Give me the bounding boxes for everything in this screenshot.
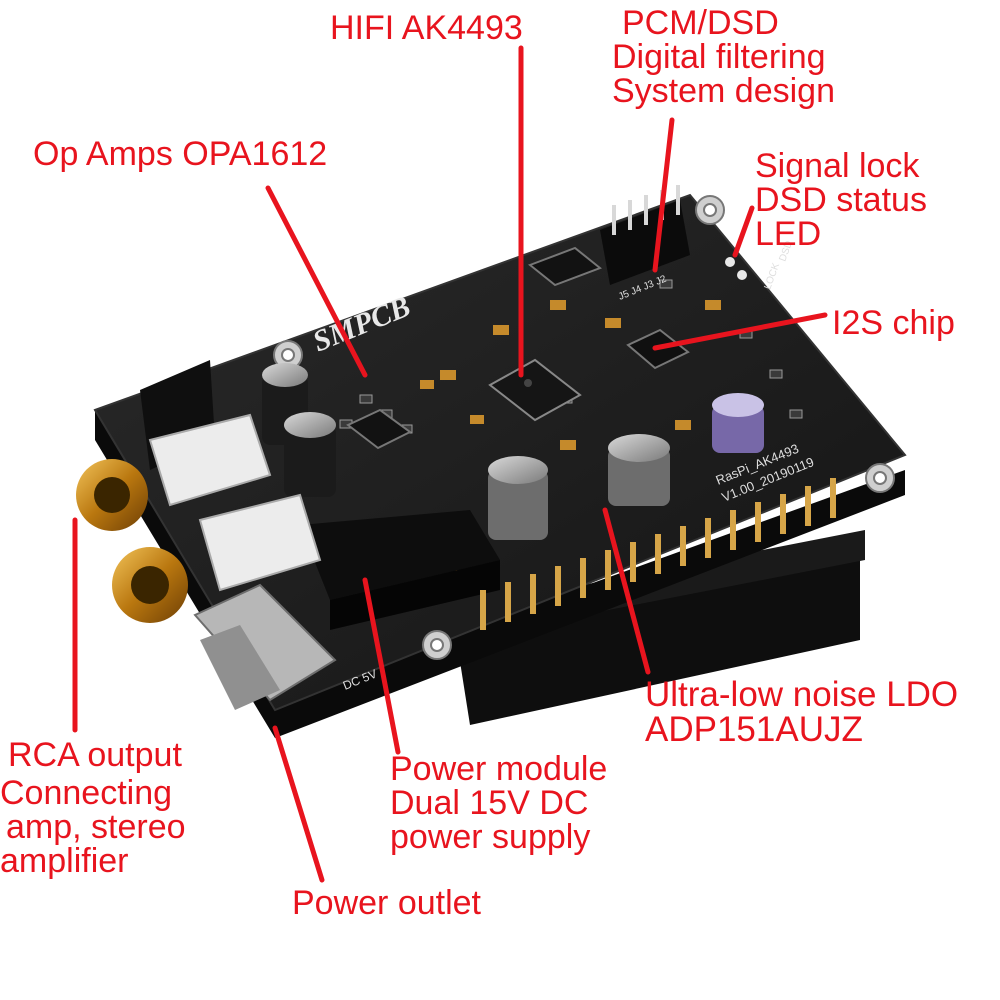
label-power-module-line-1: Power module [390,750,608,788]
label-rca-line-2: Connecting [0,774,173,812]
capacitor-right [712,393,764,453]
opamp-chip [346,408,412,450]
label-led: Signal lock DSD status LED [755,149,927,251]
label-opamp: Op Amps OPA1612 [33,135,328,173]
label-power-outlet: Power outlet [292,884,481,922]
status-leds [725,257,747,280]
label-led-line-2: DSD status [755,181,927,219]
rca-connector-lower [112,493,322,623]
label-pcm-line-2: Digital filtering [612,38,826,76]
label-power-module-line-3: power supply [390,818,591,856]
callout-ldo [602,507,651,675]
label-ldo-line-1: Ultra-low noise LDO [645,675,959,714]
label-power-module: Power module Dual 15V DC power supply [390,752,607,854]
regulator-chip [528,246,602,287]
label-rca-line-4: amplifier [0,842,129,880]
label-ldo-line-2: ADP151AUJZ [645,710,863,749]
label-led-line-3: LED [755,215,822,253]
callout-i2s [652,312,828,351]
label-power-module-line-2: Dual 15V DC [390,784,589,822]
label-i2s: I2S chip [832,304,955,342]
gpio-pins [480,478,836,630]
rca-connector-upper [76,413,272,531]
callout-power-module [362,577,401,755]
mounting-holes [273,195,895,660]
label-led-line-1: Signal lock [755,147,920,185]
label-pcm-dsd: PCM/DSD Digital filtering System design [612,6,835,108]
capacitor-mid-1 [488,456,548,540]
label-rca: RCA output Connecting amp, stereo amplif… [0,738,186,878]
callout-lines [72,45,828,883]
label-ldo: Ultra-low noise LDO ADP151AUJZ [645,677,958,747]
callout-led [732,205,755,258]
callout-opamp [265,185,368,378]
label-dac: HIFI AK4493 [330,9,523,47]
usb-power-connector [193,583,337,710]
callout-pcm [652,117,675,273]
callout-power-outlet [272,725,325,883]
label-pcm-line-3: System design [612,72,835,110]
capacitor-left-2 [284,412,336,497]
lock-silkscreen: LOCK [762,261,782,291]
capacitor-mid-2 [608,434,670,506]
label-rca-line-1: RCA output [8,736,182,774]
label-pcm-line-1: PCM/DSD [622,4,779,42]
label-rca-line-3: amp, stereo [6,808,186,846]
